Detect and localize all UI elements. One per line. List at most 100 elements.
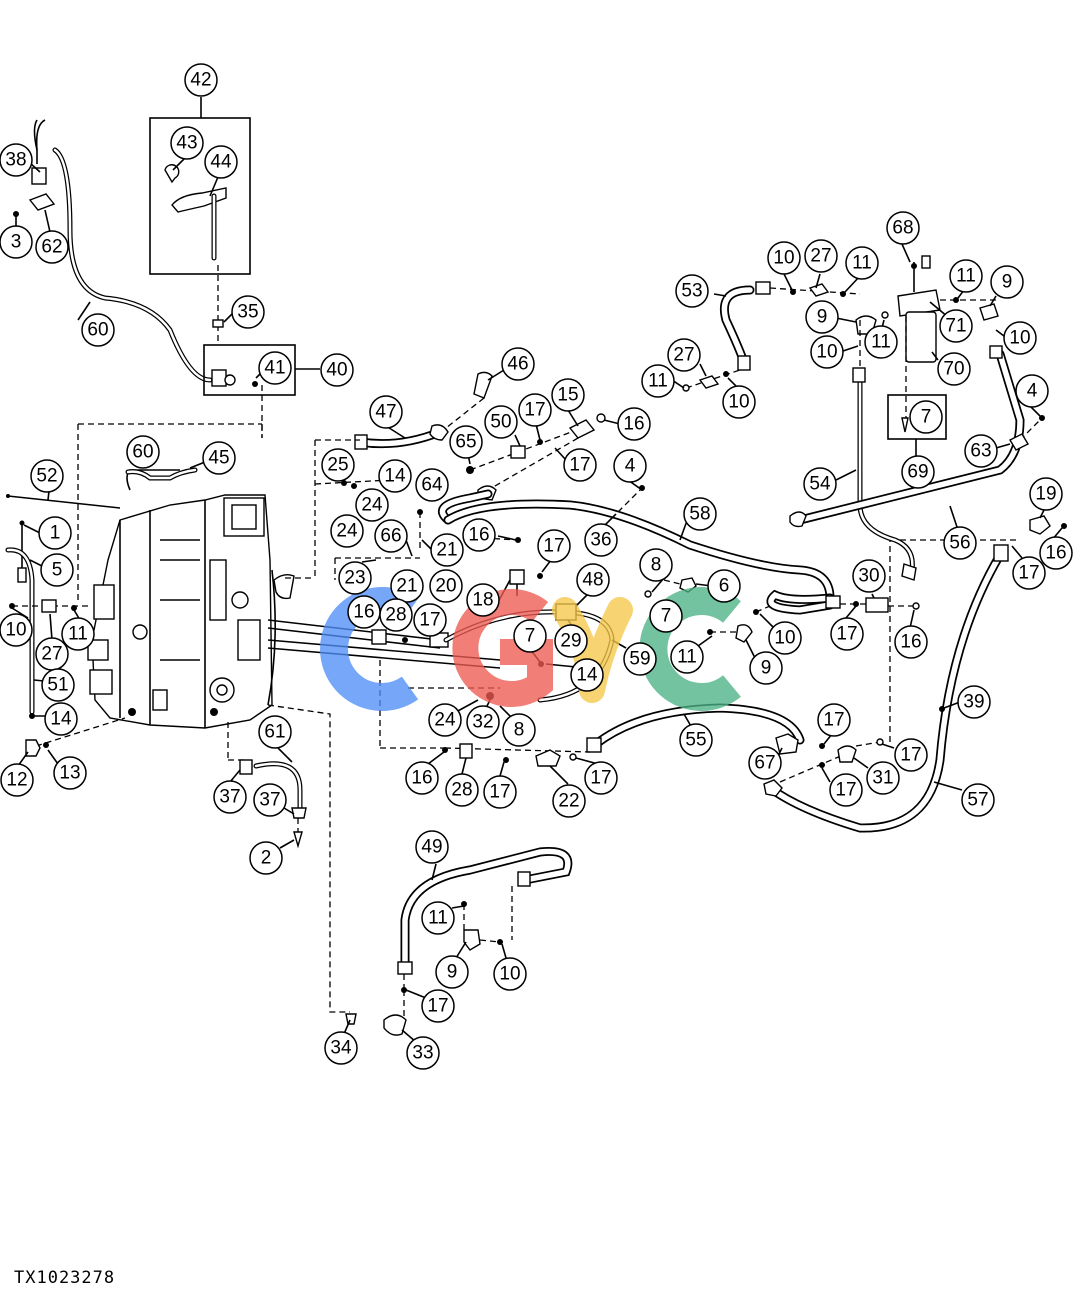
callout-number: 37 bbox=[259, 790, 280, 811]
callout-7: 7 bbox=[909, 400, 943, 434]
detail-box-40 bbox=[77, 265, 320, 600]
callout-circle bbox=[0, 613, 33, 647]
callout-circle bbox=[518, 393, 552, 427]
callout-49: 49 bbox=[415, 830, 449, 864]
callout-circle bbox=[667, 338, 701, 372]
callout-37: 37 bbox=[213, 780, 247, 814]
callout-circle bbox=[0, 225, 33, 259]
callout-circle bbox=[805, 300, 839, 334]
sensor-assembly-38 bbox=[13, 119, 213, 383]
callout-circle bbox=[413, 603, 447, 637]
callout-circle bbox=[421, 901, 455, 935]
callout-44: 44 bbox=[204, 145, 238, 179]
callout-8: 8 bbox=[639, 548, 673, 582]
callout-circle bbox=[937, 352, 971, 386]
callout-10: 10 bbox=[767, 241, 801, 275]
callout-37: 37 bbox=[253, 783, 287, 817]
callout-number: 11 bbox=[68, 624, 88, 645]
callout-61: 61 bbox=[258, 715, 292, 749]
callout-number: 58 bbox=[689, 504, 710, 525]
callout-10: 10 bbox=[722, 385, 756, 419]
callout-31: 31 bbox=[866, 761, 900, 795]
callout-circle bbox=[466, 583, 500, 617]
callout-50: 50 bbox=[484, 405, 518, 439]
callout-28: 28 bbox=[445, 773, 479, 807]
callout-circle bbox=[321, 448, 355, 482]
callout-28: 28 bbox=[379, 598, 413, 632]
callout-circle bbox=[641, 364, 675, 398]
callout-43: 43 bbox=[170, 126, 204, 160]
upper-right-hoses bbox=[720, 281, 1045, 581]
right-center-fittings bbox=[707, 605, 771, 643]
hose-61-assembly bbox=[227, 722, 307, 849]
callout-number: 16 bbox=[900, 632, 921, 653]
callout-number: 17 bbox=[419, 610, 440, 631]
callout-17: 17 bbox=[1012, 556, 1046, 590]
callout-number: 63 bbox=[970, 441, 991, 462]
detail-box-42 bbox=[149, 97, 251, 275]
callout-circle bbox=[639, 548, 673, 582]
callout-number: 2 bbox=[261, 848, 272, 869]
callout-circle bbox=[1012, 556, 1046, 590]
callout-number: 27 bbox=[673, 345, 694, 366]
callout-11: 11 bbox=[949, 259, 983, 293]
callout-number: 28 bbox=[451, 780, 472, 801]
callout-circle bbox=[204, 145, 238, 179]
callout-number: 7 bbox=[525, 626, 536, 647]
callout-number: 59 bbox=[629, 649, 650, 670]
callout-number: 51 bbox=[47, 675, 68, 696]
callout-62: 62 bbox=[35, 230, 69, 264]
callout-number: 17 bbox=[1018, 563, 1039, 584]
callout-circle bbox=[1015, 374, 1049, 408]
callout-10: 10 bbox=[810, 335, 844, 369]
callout-10: 10 bbox=[1003, 321, 1037, 355]
callout-7: 7 bbox=[513, 619, 547, 653]
callout-number: 34 bbox=[330, 1038, 352, 1059]
callout-9: 9 bbox=[805, 300, 839, 334]
callout-number: 36 bbox=[590, 530, 611, 551]
callout-circle bbox=[44, 702, 78, 736]
callout-circle bbox=[30, 459, 64, 493]
callout-41: 41 bbox=[258, 351, 292, 385]
callout-circle bbox=[415, 468, 449, 502]
callout-48: 48 bbox=[576, 563, 610, 597]
callout-circle bbox=[126, 435, 160, 469]
callout-number: 16 bbox=[623, 414, 644, 435]
callout-circle bbox=[1039, 536, 1073, 570]
callout-19: 19 bbox=[1029, 477, 1063, 511]
callout-number: 44 bbox=[210, 152, 232, 173]
callout-number: 45 bbox=[208, 448, 229, 469]
callout-17: 17 bbox=[817, 703, 851, 737]
callout-number: 10 bbox=[728, 392, 749, 413]
callout-number: 64 bbox=[421, 475, 443, 496]
callout-52: 52 bbox=[30, 459, 64, 493]
callout-60: 60 bbox=[126, 435, 160, 469]
callout-21: 21 bbox=[390, 569, 424, 603]
callout-number: 10 bbox=[1009, 328, 1030, 349]
callout-42: 42 bbox=[184, 63, 218, 97]
callout-number: 21 bbox=[396, 576, 417, 597]
callout-number: 20 bbox=[435, 576, 456, 597]
callout-number: 16 bbox=[1045, 543, 1066, 564]
callout-29: 29 bbox=[554, 624, 588, 658]
callout-circle bbox=[0, 763, 34, 797]
callout-number: 19 bbox=[1035, 484, 1056, 505]
callout-circle bbox=[249, 841, 283, 875]
callout-4: 4 bbox=[613, 449, 647, 483]
callout-circle bbox=[338, 561, 372, 595]
callout-circle bbox=[670, 640, 704, 674]
callout-63: 63 bbox=[964, 434, 998, 468]
callout-32: 32 bbox=[466, 705, 500, 739]
callout-number: 7 bbox=[661, 606, 672, 627]
callout-circle bbox=[722, 385, 756, 419]
callout-circle bbox=[390, 569, 424, 603]
callout-number: 61 bbox=[264, 722, 285, 743]
callout-11: 11 bbox=[845, 246, 879, 280]
callout-27: 27 bbox=[35, 637, 69, 671]
callout-circle bbox=[551, 378, 585, 412]
callout-number: 16 bbox=[353, 602, 374, 623]
callout-55: 55 bbox=[679, 723, 713, 757]
callout-number: 65 bbox=[455, 432, 476, 453]
callout-circle bbox=[901, 455, 935, 489]
callout-10: 10 bbox=[768, 621, 802, 655]
